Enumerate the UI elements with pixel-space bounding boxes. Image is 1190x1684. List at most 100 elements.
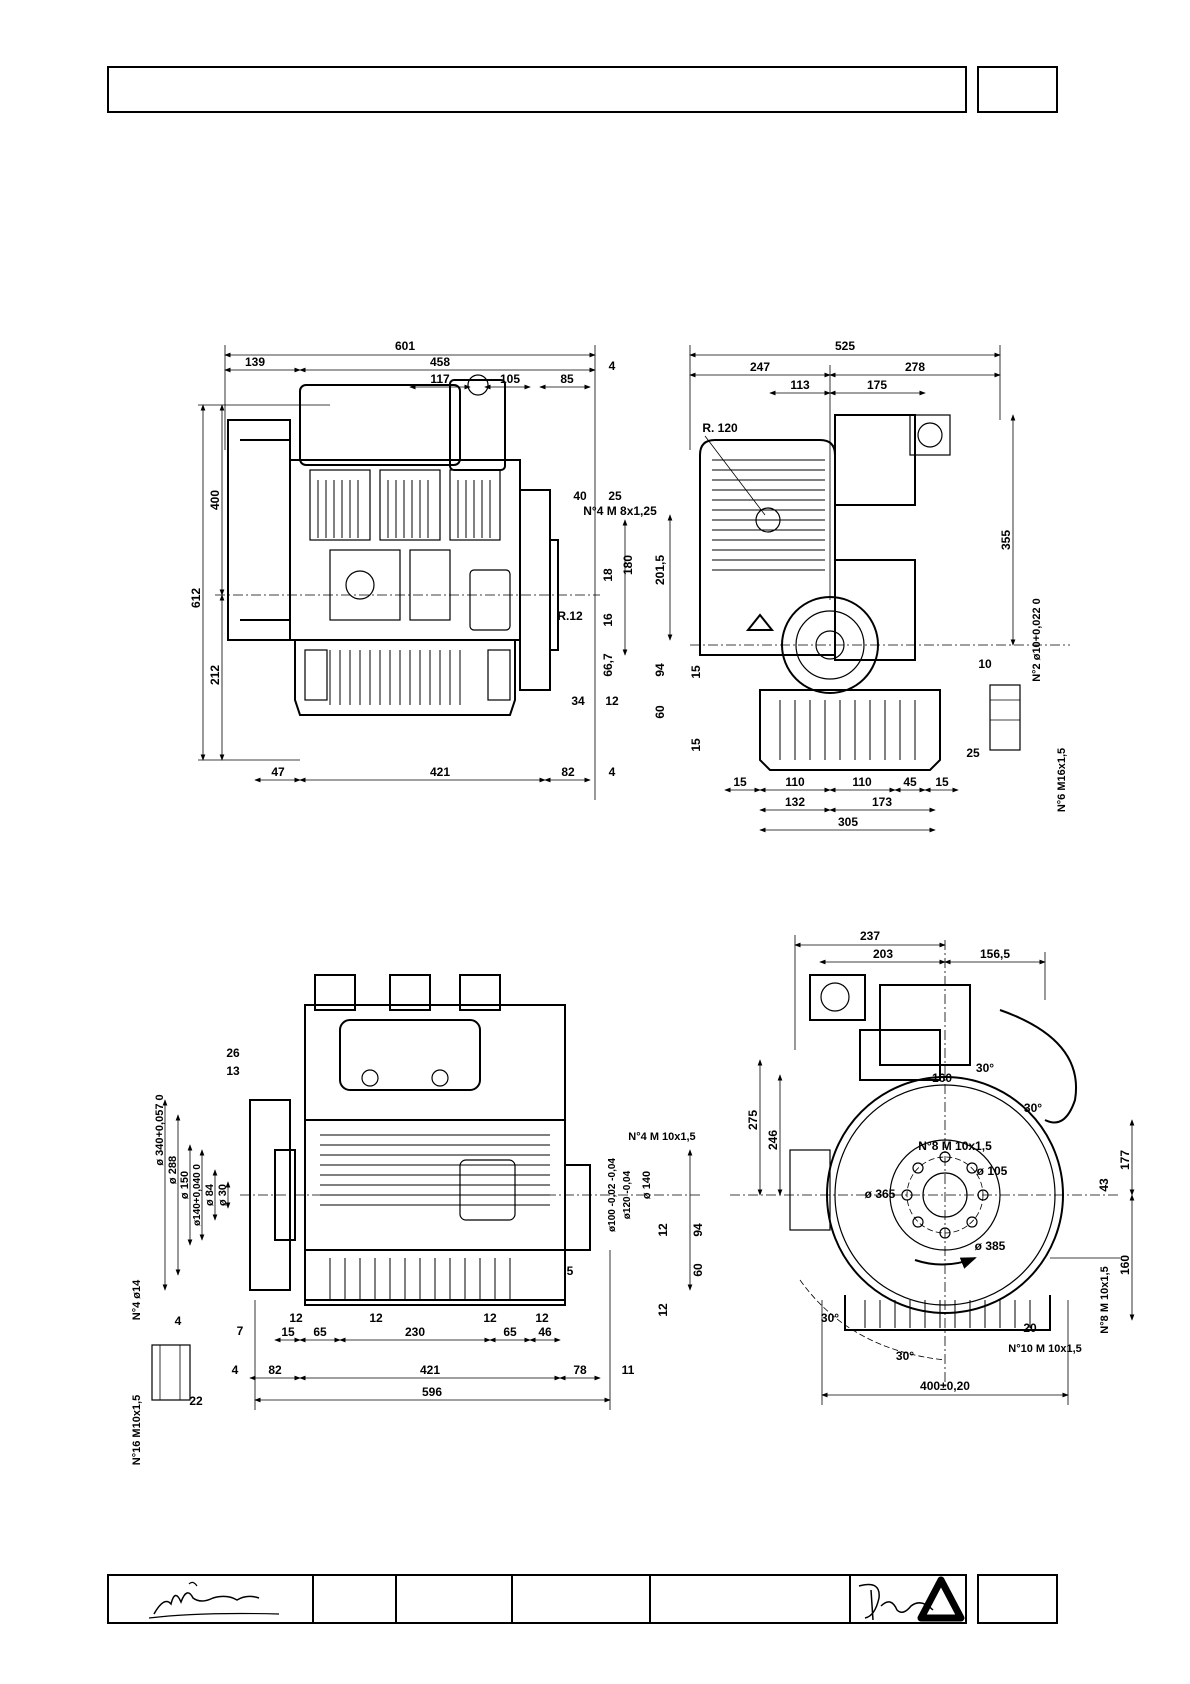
dim-275: 275 <box>746 1110 760 1130</box>
dim-25: 25 <box>608 489 622 503</box>
label-160: 160 <box>932 1071 952 1085</box>
radius-r12: R.12 <box>557 609 583 623</box>
dim-26: 26 <box>226 1046 240 1060</box>
dim-237: 237 <box>860 929 880 943</box>
dim-15-a: 15 <box>689 665 703 679</box>
dim-16: 16 <box>601 613 615 627</box>
dim-4-left: 4 <box>175 1314 182 1328</box>
dia-385: ø 385 <box>975 1239 1006 1253</box>
dim-278: 278 <box>905 360 925 374</box>
dim-18: 18 <box>601 568 615 582</box>
dim-180: 180 <box>621 555 635 575</box>
dia-365: ø 365 <box>865 1187 896 1201</box>
footer-title-block <box>107 1574 967 1624</box>
thread-m10-16: N°16 M10x1,5 <box>131 1395 143 1465</box>
dia-120: ø120 -0,04 <box>622 1170 633 1219</box>
dim-139: 139 <box>245 355 265 369</box>
dim-10: 10 <box>978 657 992 671</box>
angle-30-c: 30° <box>821 1311 839 1325</box>
dim-78: 78 <box>573 1363 587 1377</box>
dim-4-b: 4 <box>232 1363 239 1377</box>
dim-15-r: 15 <box>935 775 949 789</box>
dim-60: 60 <box>653 705 667 719</box>
dim-20: 20 <box>1023 1321 1037 1335</box>
dim-94: 94 <box>653 663 667 677</box>
dim-65-r: 65 <box>503 1325 517 1339</box>
dim-173: 173 <box>872 795 892 809</box>
dim-305: 305 <box>838 815 858 829</box>
footer-page-box <box>977 1574 1058 1624</box>
footer-cell-1 <box>314 1576 397 1622</box>
dim-12-b4: 12 <box>535 1311 549 1325</box>
dim-132: 132 <box>785 795 805 809</box>
dia-30: ø 30 <box>217 1184 229 1206</box>
signature-right-image <box>858 1583 934 1621</box>
dim-458: 458 <box>430 355 450 369</box>
dim-25: 25 <box>966 746 980 760</box>
dim-601: 601 <box>395 339 415 353</box>
dim-94-r: 94 <box>691 1223 705 1237</box>
view-top-left: 601 139 458 117 105 85 4 612 400 212 40 … <box>189 339 703 800</box>
dim-117: 117 <box>430 372 450 386</box>
dim-40: 40 <box>573 489 587 503</box>
view-top-right: 525 247 278 113 175 R. 120 355 10 N°2 ø1… <box>689 339 1070 833</box>
dim-201-5: 201,5 <box>653 555 667 585</box>
dim-15-l: 15 <box>733 775 747 789</box>
dim-12-r2: 12 <box>656 1303 670 1317</box>
dim-82: 82 <box>561 765 575 779</box>
dim-43: 43 <box>1097 1178 1111 1192</box>
dia-100: ø100 -0,02 -0,04 <box>607 1158 618 1232</box>
dim-400: 400 <box>208 490 222 510</box>
footer-cell-3 <box>513 1576 651 1622</box>
thread-m16: N°6 M16x1,5 <box>1056 748 1068 812</box>
dim-4-top: 4 <box>609 359 616 373</box>
dim-47: 47 <box>271 765 285 779</box>
thread-m10-8r: N°8 M 10x1,5 <box>1099 1266 1111 1333</box>
dim-246: 246 <box>766 1130 780 1150</box>
dim-400: 400±0,20 <box>920 1379 970 1393</box>
dim-22: 22 <box>189 1394 203 1408</box>
dim-46: 46 <box>538 1325 552 1339</box>
dim-7: 7 <box>237 1324 244 1338</box>
dim-247: 247 <box>750 360 770 374</box>
dim-12-b3: 12 <box>483 1311 497 1325</box>
dim-203: 203 <box>873 947 893 961</box>
dim-11: 11 <box>622 1363 635 1377</box>
dim-110-a: 110 <box>785 775 805 789</box>
dim-85: 85 <box>560 372 574 386</box>
footer-signature-cell-right <box>851 1576 965 1622</box>
radius-r120: R. 120 <box>702 421 738 435</box>
dim-612: 612 <box>189 588 203 608</box>
footer-cell-4 <box>651 1576 851 1622</box>
dim-4-bottom: 4 <box>609 765 616 779</box>
thread-m10-10: N°10 M 10x1,5 <box>1008 1343 1082 1355</box>
dim-421-b: 421 <box>420 1363 440 1377</box>
signature-left-image <box>148 1581 280 1619</box>
dim-596: 596 <box>422 1385 442 1399</box>
dia-150: ø 150 <box>179 1171 191 1199</box>
footer-cell-2 <box>397 1576 513 1622</box>
thread-m8: N°4 M 8x1,25 <box>583 504 657 518</box>
dim-82-b: 82 <box>268 1363 282 1377</box>
dim-105: 105 <box>500 372 520 386</box>
angle-30-a: 30° <box>976 1061 994 1075</box>
footer-signature-cell-left <box>109 1576 314 1622</box>
thread-m10-8: N°8 M 10x1,5 <box>918 1139 992 1153</box>
dim-421: 421 <box>430 765 450 779</box>
dia-140-r: ø 140 <box>641 1171 653 1199</box>
dim-525: 525 <box>835 339 855 353</box>
dim-45: 45 <box>903 775 917 789</box>
dim-13: 13 <box>226 1064 240 1078</box>
dim-12-b1: 12 <box>289 1311 303 1325</box>
dim-15: 15 <box>281 1325 295 1339</box>
dim-113: 113 <box>790 378 810 392</box>
dim-5: 5 <box>567 1264 574 1278</box>
dim-66-7: 66,7 <box>601 653 615 677</box>
dim-177: 177 <box>1118 1150 1132 1170</box>
dia-105: ø 105 <box>977 1164 1008 1178</box>
thread-m10-4: N°4 M 10x1,5 <box>628 1131 695 1143</box>
header-title-box <box>107 66 967 113</box>
header-page-box <box>977 66 1058 113</box>
dim-175: 175 <box>867 378 887 392</box>
